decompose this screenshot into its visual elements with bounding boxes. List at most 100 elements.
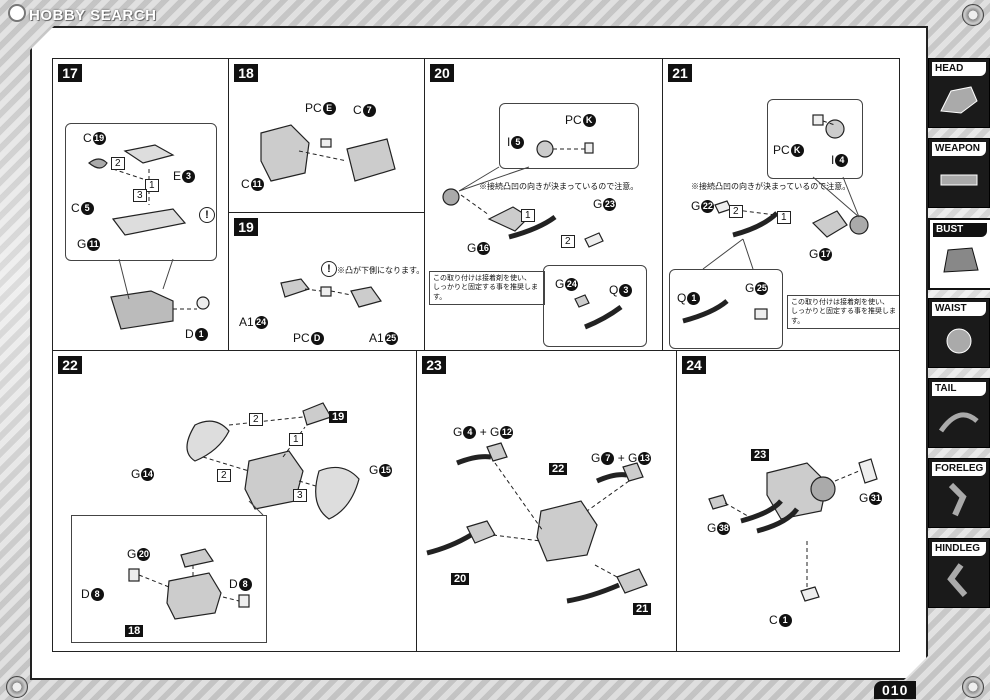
ref-step-18: 18 bbox=[125, 625, 143, 637]
sequence-marker: 2 bbox=[561, 235, 575, 248]
sequence-marker: 2 bbox=[729, 205, 743, 218]
watermark: HOBBY SEARCH bbox=[8, 4, 156, 24]
assembly-illustration bbox=[229, 213, 425, 351]
step-number: 22 bbox=[58, 356, 82, 374]
step-number: 20 bbox=[430, 64, 454, 82]
sequence-marker: 2 bbox=[111, 157, 125, 170]
sequence-marker: 2 bbox=[217, 469, 231, 482]
tab-waist[interactable]: WAIST bbox=[928, 298, 990, 368]
detail-box bbox=[65, 123, 217, 261]
bolt-icon bbox=[6, 676, 28, 698]
sequence-marker: 1 bbox=[777, 211, 791, 224]
assembly-illustration bbox=[425, 59, 663, 351]
sequence-marker: 2 bbox=[249, 413, 263, 426]
weapon-icon bbox=[940, 174, 978, 186]
glue-warning: この取り付けは接着剤を使い、 しっかりと固定する事を推奨します。 bbox=[429, 271, 545, 305]
sequence-marker: 3 bbox=[293, 489, 307, 502]
ref-step-20: 20 bbox=[451, 573, 469, 585]
step-21-panel: 21 ※接続凸凹の向きが決まっているので注意。 この取り付けは接着剤を使い、 し… bbox=[662, 58, 900, 352]
bolt-icon bbox=[962, 4, 984, 26]
foreleg-icon bbox=[948, 482, 967, 517]
glue-warning: この取り付けは接着剤を使い、 しっかりと固定する事を推奨します。 bbox=[787, 295, 900, 329]
ref-step-23: 23 bbox=[751, 449, 769, 461]
assembly-illustration bbox=[677, 351, 899, 651]
step-note: ※接続凸凹の向きが決まっているので注意。 bbox=[691, 182, 851, 191]
hobby-search-logo-icon bbox=[8, 4, 26, 22]
tab-foreleg[interactable]: FORELEG bbox=[928, 458, 990, 528]
ref-step-19: 19 bbox=[329, 411, 347, 423]
assembly-illustration bbox=[417, 351, 677, 651]
assembly-illustration bbox=[229, 59, 425, 213]
step-number: 23 bbox=[422, 356, 446, 374]
tab-bust[interactable]: BUST bbox=[928, 218, 990, 290]
section-tabs: HEAD WEAPON BUST WAIST TAIL FORELEG HIND… bbox=[928, 58, 990, 618]
tab-tail[interactable]: TAIL bbox=[928, 378, 990, 448]
step-number: 18 bbox=[234, 64, 258, 82]
step-20-panel: 20 ※接続凸凹の向きが決まっているので注意。 この取り付けは接着剤を使い、 し… bbox=[424, 58, 664, 352]
sequence-marker: 1 bbox=[521, 209, 535, 222]
assembly-illustration bbox=[663, 59, 899, 351]
detail-box bbox=[543, 265, 647, 347]
sequence-marker: 1 bbox=[145, 179, 159, 192]
ref-step-22: 22 bbox=[549, 463, 567, 475]
tab-weapon[interactable]: WEAPON bbox=[928, 138, 990, 208]
tab-head[interactable]: HEAD bbox=[928, 58, 990, 128]
assembly-illustration bbox=[53, 59, 229, 351]
waist-icon bbox=[946, 328, 972, 354]
step-number: 17 bbox=[58, 64, 82, 82]
assembly-illustration bbox=[53, 351, 417, 651]
sequence-marker: 1 bbox=[289, 433, 303, 446]
page-number: 010 bbox=[874, 681, 917, 699]
head-icon bbox=[940, 86, 978, 114]
step-number: 24 bbox=[682, 356, 706, 374]
bolt-icon bbox=[962, 676, 984, 698]
caution-icon: ! bbox=[199, 207, 215, 223]
tail-icon bbox=[938, 412, 979, 433]
sequence-marker: 3 bbox=[133, 189, 147, 202]
step-note: ※接続凸凹の向きが決まっているので注意。 bbox=[479, 182, 639, 191]
bust-icon bbox=[943, 247, 979, 273]
step-note: ※凸が下側になります。 bbox=[337, 266, 425, 275]
detail-box bbox=[499, 103, 639, 169]
tab-hindleg[interactable]: HINDLEG bbox=[928, 538, 990, 608]
step-number: 21 bbox=[668, 64, 692, 82]
step-number: 19 bbox=[234, 218, 258, 236]
hindleg-icon bbox=[947, 563, 968, 597]
